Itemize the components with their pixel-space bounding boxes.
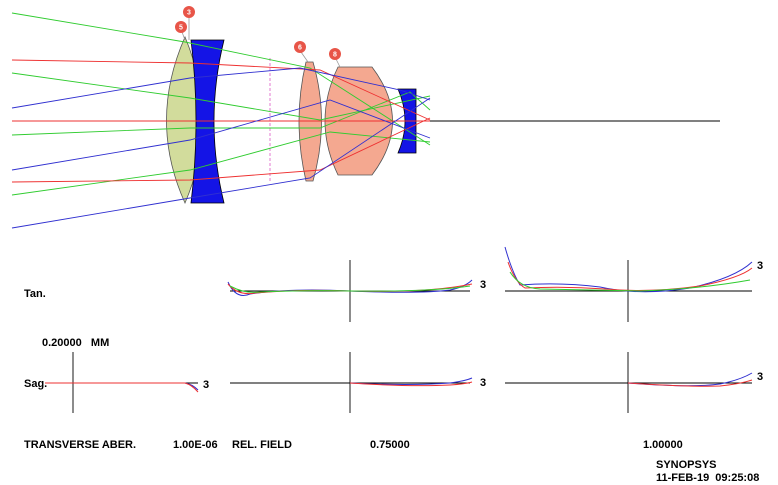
- field-value-075: 0.75000: [370, 439, 410, 451]
- tan-label: Tan.: [24, 288, 46, 300]
- field-value-100: 1.00000: [643, 439, 683, 451]
- footer-field-label: REL. FIELD: [232, 439, 292, 451]
- footer-wavelength: 1.00E-06: [173, 439, 218, 451]
- curve-marker: 3: [757, 371, 763, 383]
- lens-elements: [166, 35, 417, 204]
- surface-marker-8: 8: [329, 48, 341, 60]
- aberration-curves: [45, 246, 753, 393]
- program-name: SYNOPSYS: [656, 459, 717, 471]
- field-lens: [298, 61, 322, 182]
- aberration-axes: [45, 260, 752, 413]
- curve-marker: 3: [203, 379, 209, 391]
- surface-marker-3: 3: [183, 6, 195, 18]
- svg-text:5: 5: [179, 25, 183, 32]
- ray-fan: [11, 12, 431, 229]
- curve-marker: 3: [480, 279, 486, 291]
- svg-text:3: 3: [187, 10, 191, 17]
- footer-title: TRANSVERSE ABER.: [24, 439, 136, 451]
- surface-marker-6: 6: [294, 41, 306, 53]
- flint-lens: [190, 39, 225, 204]
- scale-label: 0.20000 MM: [42, 337, 109, 349]
- svg-text:8: 8: [333, 52, 337, 59]
- sag-label: Sag.: [24, 378, 47, 390]
- timestamp: 11-FEB-19 09:25:08: [656, 472, 759, 484]
- curve-marker: 3: [480, 377, 486, 389]
- curve-marker: 3: [757, 260, 763, 272]
- marker-leaders: [181, 17, 341, 68]
- surface-marker-5: 5: [175, 21, 187, 33]
- svg-text:6: 6: [298, 45, 302, 52]
